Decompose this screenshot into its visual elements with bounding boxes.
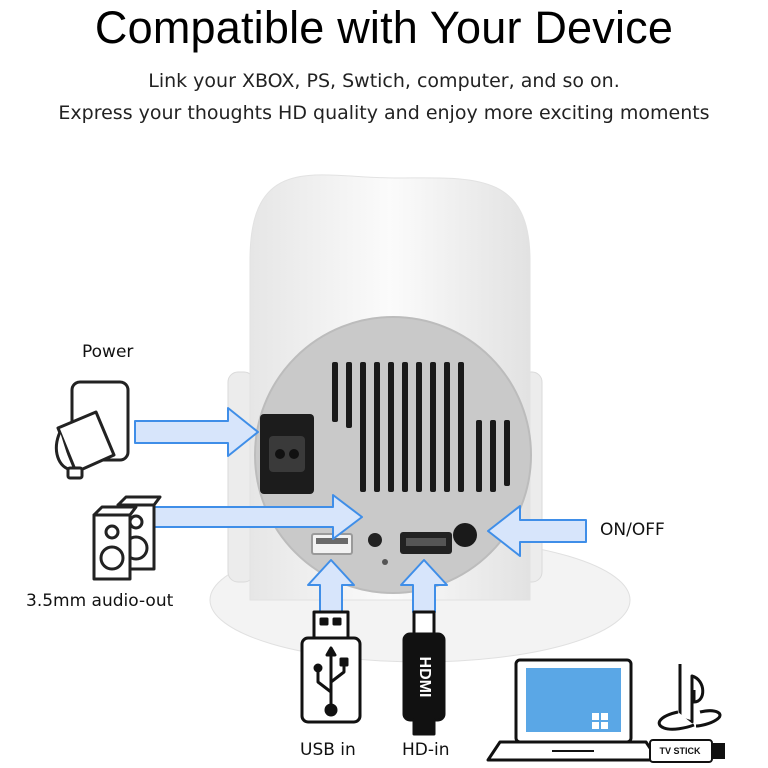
power-plug-icon	[55, 380, 130, 480]
hdmi-arrow	[400, 559, 448, 613]
power-arrow	[134, 407, 259, 457]
onoff-arrow	[487, 505, 587, 557]
speaker-icon	[92, 495, 162, 581]
usb-arrow	[307, 559, 355, 613]
hdmi-plug-icon	[402, 610, 446, 736]
power-button	[453, 523, 477, 547]
page-title: Compatible with Your Device	[94, 2, 674, 53]
laptop-icon	[486, 658, 660, 762]
usb-stick-icon	[300, 610, 362, 724]
vent-grille	[332, 362, 510, 492]
audio-jack	[368, 533, 382, 547]
power-label: Power	[82, 342, 134, 362]
usb-in-label: USB in	[300, 740, 356, 760]
audio-out-label: 3.5mm audio-out	[26, 591, 174, 611]
hd-in-label: HD-in	[402, 740, 450, 760]
playstation-logo-icon	[657, 664, 722, 731]
audio-arrow	[137, 494, 363, 540]
subtitle-line-2: Express your thoughts HD quality and enj…	[58, 102, 710, 124]
onoff-label: ON/OFF	[600, 520, 665, 540]
subtitle-line-1: Link your XBOX, PS, Swtich, computer, an…	[148, 70, 620, 92]
tv-stick-text: TV STICK	[659, 746, 701, 756]
hdmi-plug-text: HDMI	[416, 657, 433, 698]
windows-logo-icon	[592, 713, 608, 729]
tv-stick-icon	[649, 739, 725, 763]
